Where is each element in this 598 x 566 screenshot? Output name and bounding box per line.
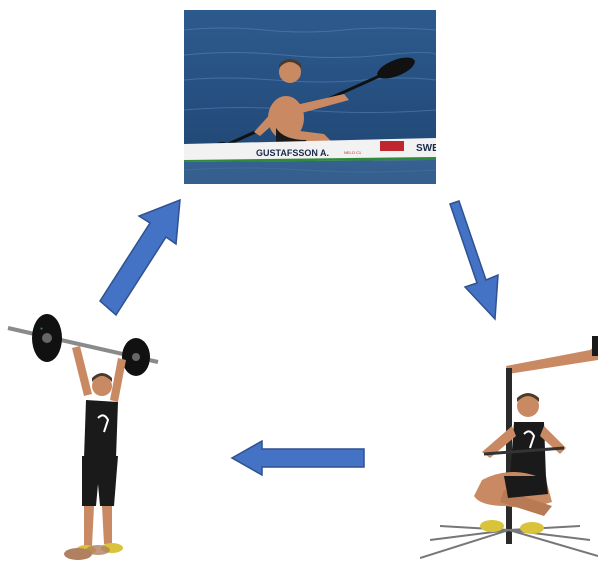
overhead-press-graphic: ● xyxy=(0,300,170,566)
seated-pole-drill-photo xyxy=(420,330,598,566)
overhead-press-photo: ● xyxy=(0,300,170,566)
svg-text:●: ● xyxy=(40,326,43,332)
arrow-up-right-icon xyxy=(100,200,180,315)
seated-pole-drill-graphic xyxy=(420,330,598,566)
arrow-down-right-icon xyxy=(450,201,498,319)
arrow-left-icon xyxy=(232,441,364,475)
